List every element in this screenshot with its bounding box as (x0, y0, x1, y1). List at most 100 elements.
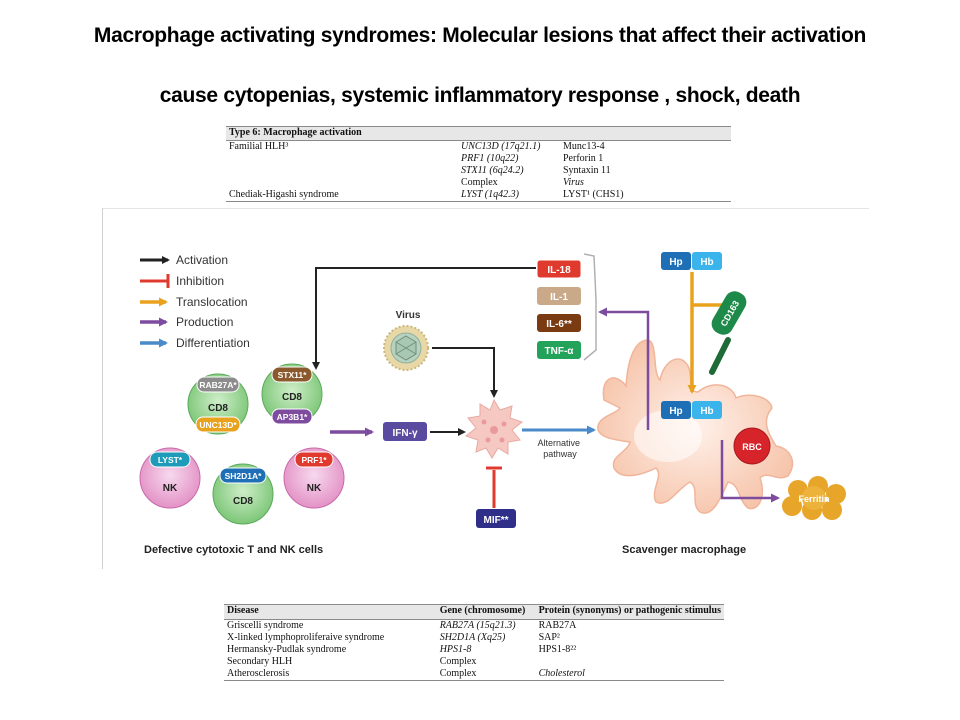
hb-label: Hb (700, 257, 713, 268)
gene-tag: SH2D1A* (225, 471, 263, 481)
table-cell-disease: Familial HLH³ (229, 141, 289, 152)
legend-item-translocation: Translocation (140, 295, 248, 309)
ifn-label: IFN-γ (393, 428, 418, 439)
hb-label: Hb (700, 406, 713, 417)
cd163-receptor: CD163 (709, 291, 747, 375)
table-cell-gene: SH2D1A (Xq25) (439, 632, 506, 643)
top-reference-table: Type 6: Macrophage activation Familial H… (226, 126, 731, 202)
ferritin-production-arrow (720, 440, 780, 503)
legend-item-inhibition: Inhibition (140, 274, 224, 288)
table-cell-protein (536, 656, 724, 668)
cytokine-il18: IL-18 (536, 259, 582, 279)
ifn-gamma-badge: IFN-γ (383, 422, 427, 441)
hp-hb-complex-internal: Hp Hb (661, 401, 722, 419)
legend-label: Differentiation (176, 336, 250, 350)
gene-tag: STX11* (278, 370, 308, 380)
legend-item-activation: Activation (140, 253, 228, 267)
table-row: X-linked lymphoproliferaive syndrome SH2… (224, 632, 724, 644)
table-row: Chediak-Higashi syndrome LYST (1q42.3) L… (226, 189, 731, 202)
table-header-gene: Gene (chromosome) (436, 604, 536, 620)
table-header: Type 6: Macrophage activation (226, 126, 731, 141)
table-cell-protein: Perforin 1 (563, 153, 604, 164)
ferritin-cluster: Ferritin (782, 476, 846, 520)
slide-title-line2: cause cytopenias, systemic inflammatory … (159, 84, 801, 107)
ferritin-label: Ferritin (798, 494, 829, 504)
table-cell-gene: Complex (436, 668, 536, 681)
bottom-reference-table: Disease Gene (chromosome) Protein (synon… (224, 604, 724, 681)
scavenger-macrophage (597, 339, 794, 514)
table-cell-protein: Cholesterol (535, 668, 724, 681)
table-cell-protein: Munc13-4 (563, 141, 605, 152)
gene-tag: RAB27A* (199, 380, 237, 390)
legend-item-production: Production (140, 315, 233, 329)
feedback-activation-arrow (312, 267, 536, 370)
cytokine-production-arrow (598, 307, 650, 430)
rbc-label: RBC (742, 442, 762, 452)
cell-label: NK (307, 483, 322, 494)
table-row: Familial HLH³ UNC13D (17q21.1) Munc13-4 (226, 141, 731, 154)
table-row: Atherosclerosis Complex Cholesterol (224, 668, 724, 681)
virus-activation-arrow (432, 347, 498, 398)
legend-label: Inhibition (176, 274, 224, 288)
cell-label: CD8 (208, 403, 228, 414)
macrophage-caption: Scavenger macrophage (622, 544, 746, 556)
table-header-protein: Protein (synonyms) or pathogenic stimulu… (535, 604, 724, 620)
table-cell-disease: Secondary HLH (227, 656, 293, 667)
table-cell-gene: LYST (1q42.3) (458, 189, 560, 202)
table-cell-gene: HPS1-8 (439, 644, 472, 655)
table-cell-disease: X-linked lymphoproliferaive syndrome (227, 632, 385, 643)
diagram-frame (102, 208, 869, 569)
cytokine-label: TNF-α (545, 346, 575, 357)
gene-tag: LYST* (158, 455, 183, 465)
table-cell-protein: RAB27A (538, 620, 577, 631)
cell-label: CD8 (282, 392, 302, 403)
table-header-row: Type 6: Macrophage activation (226, 126, 731, 141)
table-cell-gene: Complex (461, 177, 498, 188)
legend-label: Production (176, 315, 233, 329)
table-cell-gene: RAB27A (15q21.3) (439, 620, 516, 631)
table-cell-disease: Griscelli syndrome (227, 620, 304, 631)
rbc-icon: RBC (733, 427, 771, 465)
table-header-disease: Disease (224, 604, 437, 620)
table-row: Complex Virus (226, 177, 731, 189)
legend-label: Translocation (176, 295, 248, 309)
cell-label: NK (163, 483, 178, 494)
table-cell-protein: HPS1-8²² (538, 644, 577, 655)
table-cell-gene: UNC13D (17q21.1) (461, 141, 541, 152)
cytokine-il1: IL-1 (537, 287, 581, 305)
table-row: Griscelli syndrome RAB27A (15q21.3) RAB2… (224, 620, 724, 633)
table-cell-protein: SAP² (538, 632, 560, 643)
alt-pathway-label: Alternative pathway (537, 438, 582, 459)
table-cell-disease: Hermansky-Pudlak syndrome (227, 644, 347, 655)
legend-label: Activation (176, 253, 228, 267)
hp-label: Hp (669, 406, 682, 417)
legend-item-differentiation: Differentiation (140, 336, 250, 350)
virus-icon (383, 325, 429, 371)
cd8-cell-3: SH2D1A* CD8 (212, 463, 274, 525)
table-cell-disease: Atherosclerosis (224, 668, 437, 681)
table-cell-protein: Syntaxin 11 (563, 165, 611, 176)
table-cell-disease: Chediak-Higashi syndrome (226, 189, 458, 202)
table-row: Hermansky-Pudlak syndrome HPS1-8 HPS1-8²… (224, 644, 724, 656)
cytokine-label: IL-1 (550, 292, 568, 303)
activated-monocyte (464, 398, 524, 459)
slide-title-line1: Macrophage activating syndromes: Molecul… (93, 24, 867, 47)
nk-cell-1: LYST* NK (139, 447, 201, 509)
table-row: STX11 (6q24.2) Syntaxin 11 (226, 165, 731, 177)
table-row: PRF1 (10q22) Perforin 1 (226, 153, 731, 165)
cytokine-tnf: TNF-α (537, 341, 581, 359)
nk-cell-2: PRF1* NK (283, 447, 345, 509)
cytokine-label: IL-18 (547, 265, 571, 276)
gene-tag: PRF1* (301, 455, 327, 465)
cell-label: CD8 (233, 496, 253, 507)
table-cell-gene: PRF1 (10q22) (461, 153, 519, 164)
gene-tag: AP3B1* (277, 412, 308, 422)
cytokine-label: IL-6** (546, 319, 572, 330)
table-cell-protein: Virus (563, 177, 584, 188)
mif-badge: MIF** (476, 509, 516, 528)
table-row: Secondary HLH Complex (224, 656, 724, 668)
legend: Activation Inhibition Translocation Prod… (140, 253, 250, 350)
table-cell-protein: LYST¹ (CHS1) (560, 189, 731, 202)
hp-hb-complex-top: Hp Hb (661, 252, 722, 270)
